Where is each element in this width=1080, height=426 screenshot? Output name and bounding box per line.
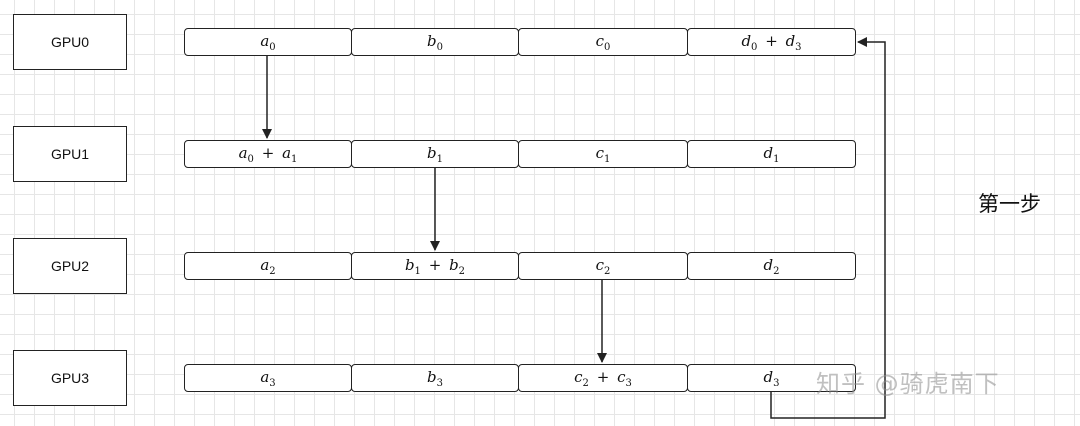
- gpu3-chunk-c: c2 + c3: [518, 364, 688, 392]
- gpu2-label: GPU2: [50, 258, 90, 274]
- gpu3-chunk-d-text: d3: [763, 367, 780, 389]
- gpu2-chunk-c-text: c2: [595, 255, 611, 277]
- arrow-d3-to-gpu0: [770, 37, 886, 419]
- gpu0-chunk-d: d0 + d3: [687, 28, 856, 56]
- gpu1-label: GPU1: [50, 146, 90, 162]
- gpu3-chunk-a: a3: [184, 364, 352, 392]
- gpu0-chunk-a: a0: [184, 28, 352, 56]
- gpu1-chunk-a-text: a0 + a1: [238, 143, 298, 165]
- gpu1-chunk-b-text: b1: [427, 143, 443, 165]
- gpu1-box: GPU1: [13, 126, 127, 182]
- gpu2-chunk-b-text: b1 + b2: [404, 255, 466, 277]
- gpu2-chunk-d-text: d2: [763, 255, 780, 277]
- gpu3-chunk-b: b3: [351, 364, 519, 392]
- gpu1-chunk-c: c1: [518, 140, 688, 168]
- gpu2-box: GPU2: [13, 238, 127, 294]
- gpu0-label: GPU0: [50, 34, 90, 50]
- gpu2-chunk-a-text: a2: [260, 255, 276, 277]
- gpu2-chunk-c: c2: [518, 252, 688, 280]
- gpu1-chunk-a: a0 + a1: [184, 140, 352, 168]
- gpu0-chunk-d-text: d0 + d3: [741, 31, 802, 53]
- gpu3-chunk-b-text: b3: [427, 367, 443, 389]
- gpu3-chunk-a-text: a3: [260, 367, 276, 389]
- gpu0-box: GPU0: [13, 14, 127, 70]
- gpu1-chunk-c-text: c1: [595, 143, 611, 165]
- gpu3-chunk-c-text: c2 + c3: [574, 367, 632, 389]
- gpu3-box: GPU3: [13, 350, 127, 406]
- gpu2-chunk-a: a2: [184, 252, 352, 280]
- gpu1-chunk-d: d1: [687, 140, 856, 168]
- gpu3-chunk-d: d3: [687, 364, 856, 392]
- gpu0-chunk-c: c0: [518, 28, 688, 56]
- gpu2-chunk-b: b1 + b2: [351, 252, 519, 280]
- gpu2-chunk-d: d2: [687, 252, 856, 280]
- gpu0-chunk-b-text: b0: [427, 31, 443, 53]
- watermark: 知乎 @骑虎南下: [816, 370, 1000, 398]
- gpu0-chunk-b: b0: [351, 28, 519, 56]
- gpu0-chunk-a-text: a0: [260, 31, 276, 53]
- step-label: 第一步: [978, 192, 1041, 216]
- gpu1-chunk-d-text: d1: [763, 143, 780, 165]
- gpu0-chunk-c-text: c0: [595, 31, 611, 53]
- gpu1-chunk-b: b1: [351, 140, 519, 168]
- gpu3-label: GPU3: [50, 370, 90, 386]
